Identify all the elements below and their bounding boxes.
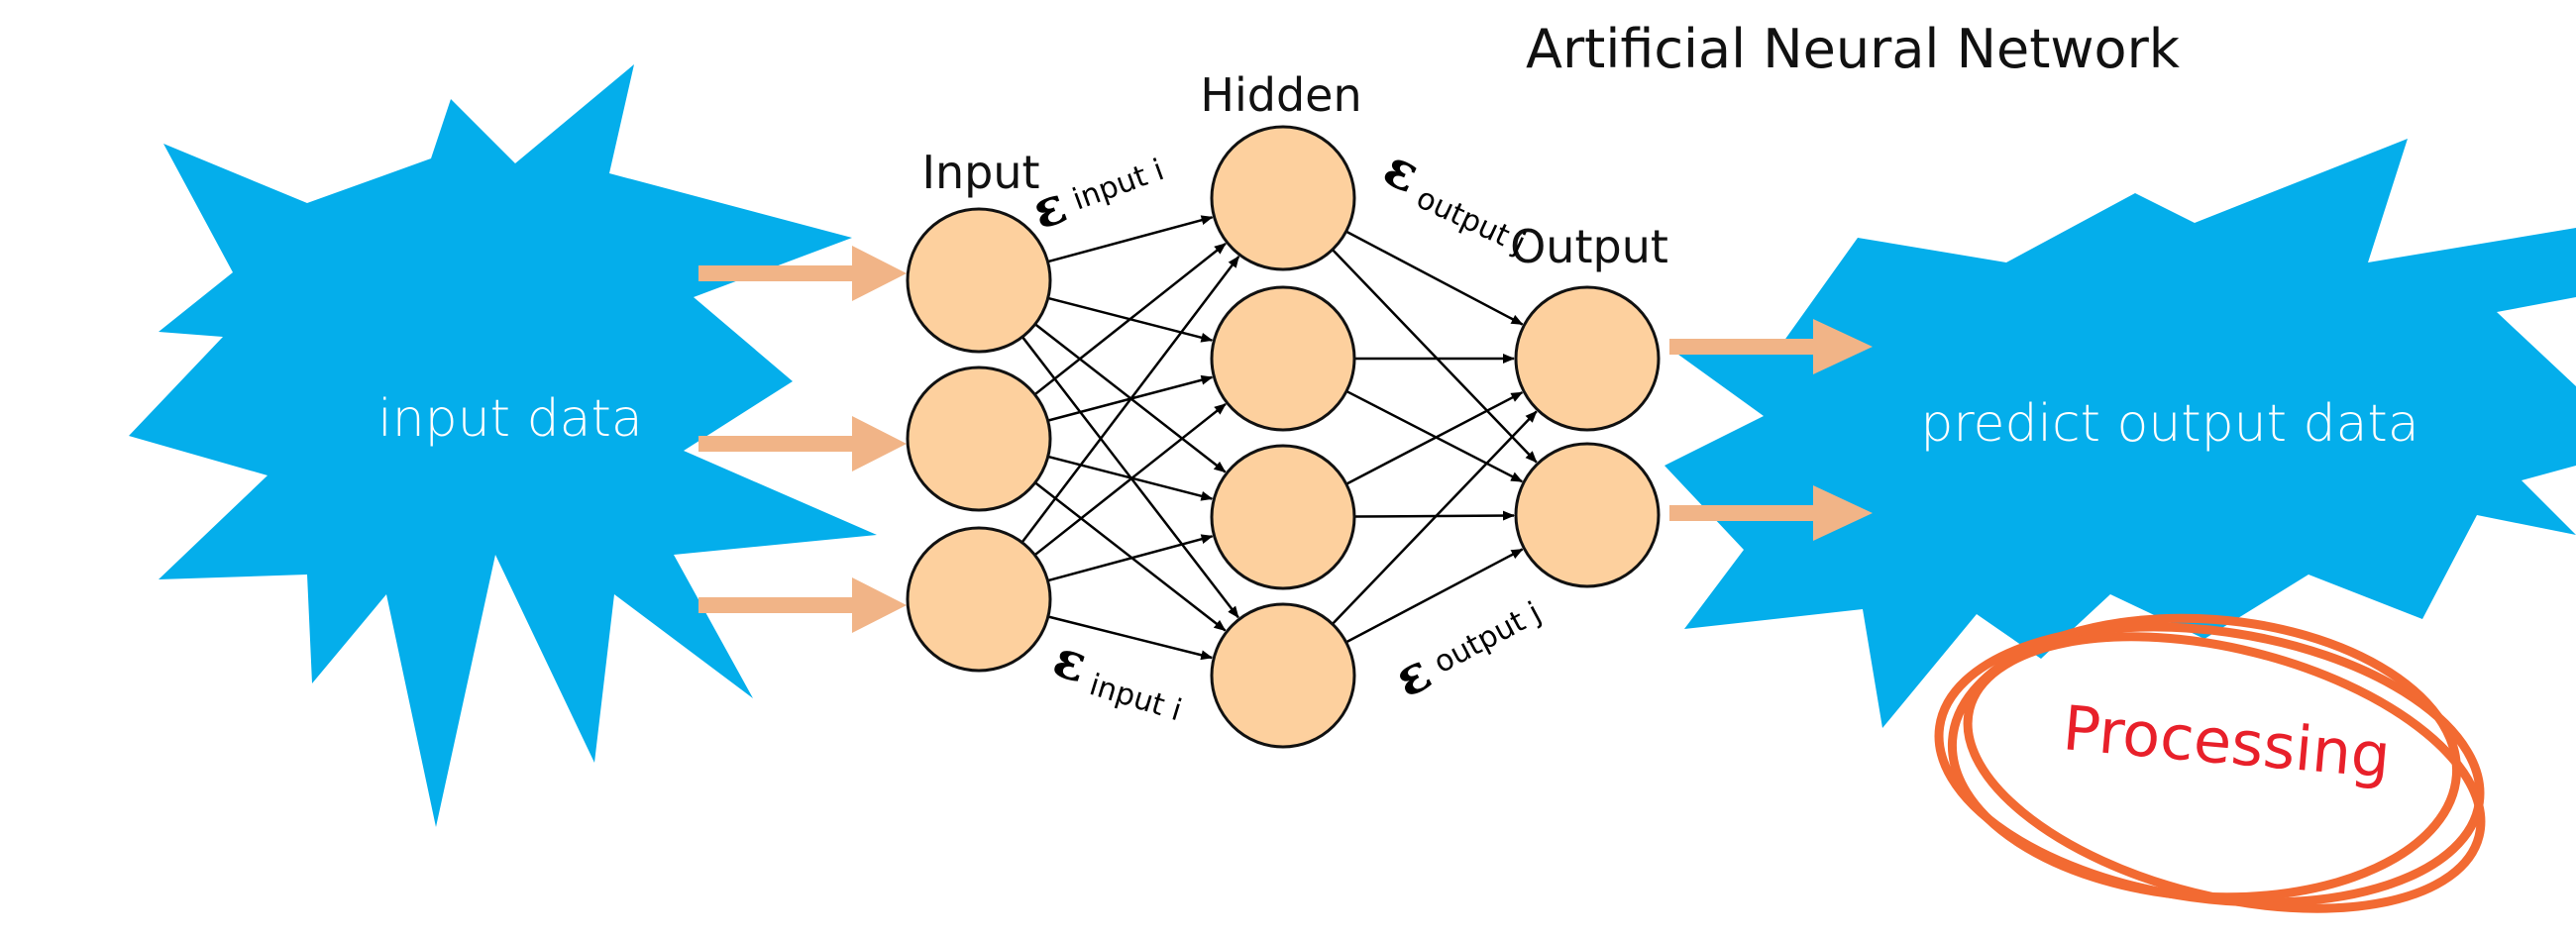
epsilon-subscript: output j: [1429, 595, 1548, 680]
epsilon-subscript: input i: [1085, 668, 1185, 728]
output-layer-label: Output: [1510, 220, 1668, 273]
input-data-label: input data: [377, 389, 642, 449]
connection-arrow: [1034, 481, 1227, 632]
processing-label: Processing: [2060, 691, 2393, 792]
connection-arrow: [1047, 455, 1214, 501]
epsilon-symbol: ε: [1046, 628, 1094, 695]
predict-output-label: predict output data: [1920, 394, 2418, 454]
connection-arrow: [1033, 242, 1227, 396]
diagram-title: Artificial Neural Network: [1526, 18, 2181, 80]
epsilon-output-top: ε output j: [1375, 137, 1531, 261]
hidden-node: [1210, 285, 1356, 432]
connection-arrow: [1047, 215, 1214, 263]
output-feed-arrow: [1669, 319, 1873, 374]
connection-arrow: [1345, 230, 1524, 326]
output-node: [1514, 442, 1661, 588]
epsilon-output-bottom: ε output j: [1384, 595, 1548, 709]
connection-arrow: [1345, 391, 1524, 485]
output-node: [1514, 285, 1661, 432]
input-node: [906, 526, 1052, 673]
connection-arrow: [1331, 410, 1538, 625]
input-layer-label: Input: [921, 146, 1039, 199]
epsilon-input-bottom: ε input i: [1046, 628, 1185, 728]
input-node: [906, 207, 1052, 354]
predict-output-blob: [1664, 139, 2576, 728]
input-node: [906, 366, 1052, 512]
output-feed-arrow: [1669, 485, 1873, 541]
hidden-node: [1210, 602, 1356, 749]
input-feed-arrow: [698, 577, 907, 633]
hidden-layer-label: Hidden: [1200, 68, 1361, 122]
hidden-node: [1210, 444, 1356, 590]
connection-arrow: [1047, 534, 1214, 582]
connection-arrow: [1353, 510, 1516, 521]
epsilon-subscript: output j: [1411, 181, 1531, 261]
scribble-ring: [1947, 613, 2462, 902]
input-feed-arrow: [698, 416, 907, 471]
output-feed-arrows: [1669, 319, 1873, 541]
connection-arrow: [1345, 389, 1524, 483]
connection-arrow: [1331, 249, 1538, 464]
hidden-node: [1210, 125, 1356, 271]
input-feed-arrow: [698, 246, 907, 301]
input-feed-arrows: [698, 246, 907, 633]
epsilon-input-top: ε input i: [1024, 153, 1169, 242]
nodes: [906, 125, 1661, 749]
connection-arrow: [1345, 548, 1524, 644]
connection-arrow: [1020, 256, 1240, 544]
input-data-blob: [129, 64, 877, 827]
processing-highlight: [1934, 613, 2486, 913]
connection-arrow: [1033, 402, 1227, 557]
epsilon-subscript: input i: [1068, 153, 1168, 217]
connection-arrow: [1047, 615, 1214, 661]
connections: [1020, 215, 1538, 661]
